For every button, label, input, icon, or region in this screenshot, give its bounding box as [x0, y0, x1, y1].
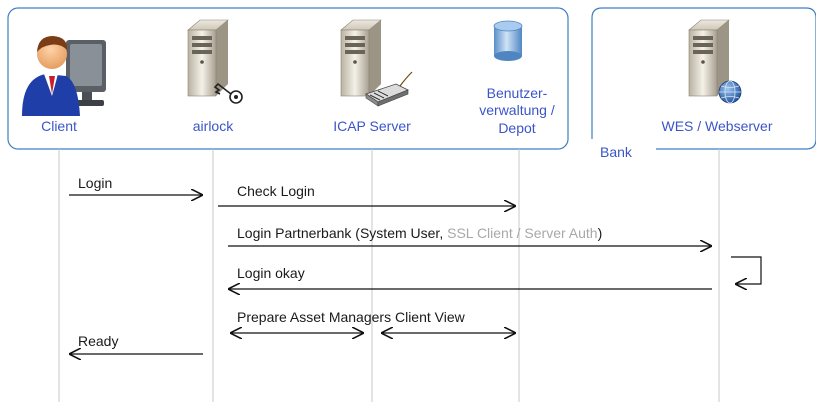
server-network-icon [340, 19, 413, 107]
msg-ready-label: Ready [78, 333, 118, 349]
user-computer-icon [22, 36, 106, 116]
msg-login-label: Login [78, 175, 112, 191]
benutzer-label-line-2: verwaltung / [479, 102, 555, 118]
server-globe-icon [688, 19, 742, 104]
client-label: Client [41, 118, 77, 134]
wes-label: WES / Webserver [662, 118, 773, 134]
benutzer-label-line-3: Depot [498, 120, 535, 136]
airlock-label: airlock [193, 118, 234, 134]
benutzer-label-line-1: Benutzer- [487, 85, 548, 101]
msg-prepare-label: Prepare Asset Managers Client View [237, 309, 466, 325]
msg-login-partnerbank-grey: SSL Client / Server Auth [447, 225, 597, 241]
msg-login-partnerbank-end: ) [598, 225, 603, 241]
msg-check-login-label: Check Login [237, 183, 315, 199]
self-call-arrow [731, 256, 762, 284]
server-key-icon [187, 19, 243, 104]
database-icon [493, 20, 523, 61]
system-group-box [7, 7, 569, 150]
msg-login-partnerbank-text: Login Partnerbank (System User, [237, 225, 447, 241]
icap-label: ICAP Server [333, 118, 411, 134]
msg-login-okay-label: Login okay [237, 265, 305, 281]
msg-login-partnerbank-label: Login Partnerbank (System User, SSL Clie… [237, 225, 602, 241]
bank-group-box [591, 7, 816, 150]
bank-label: Bank [600, 144, 633, 160]
